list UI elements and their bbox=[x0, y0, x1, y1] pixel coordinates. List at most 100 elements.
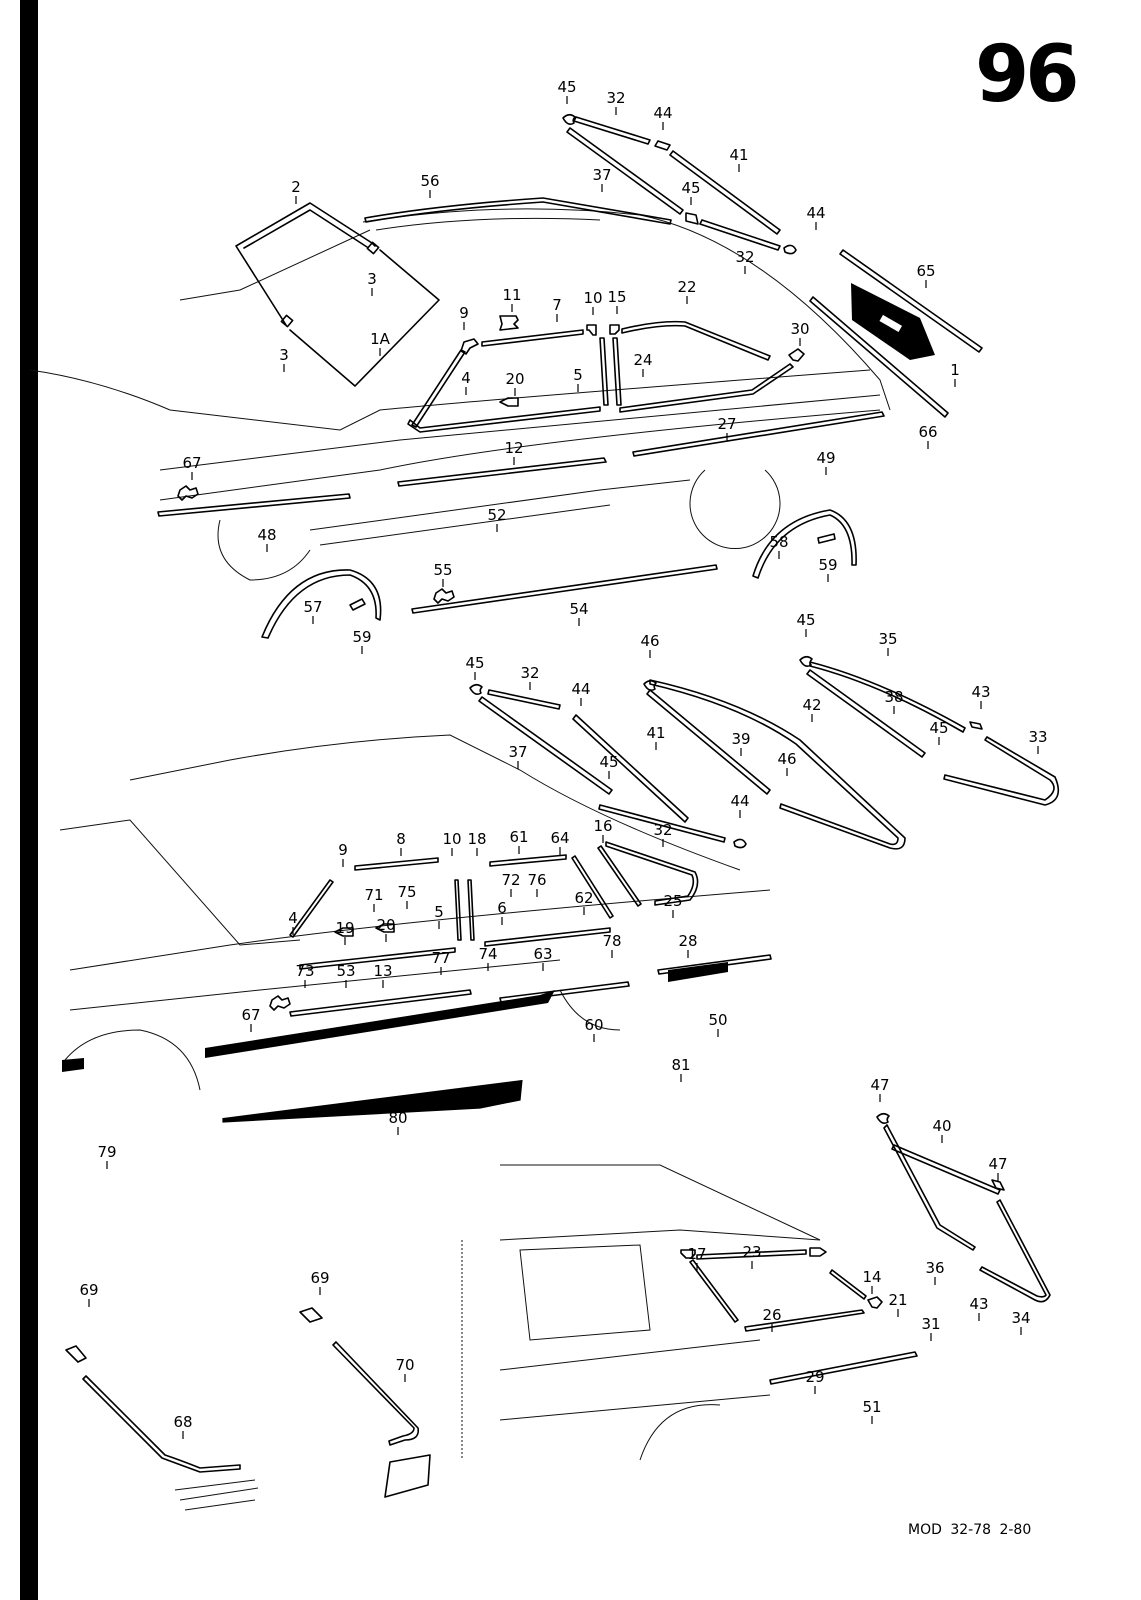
window-bottom-27 bbox=[619, 363, 794, 413]
window-bottom-13 bbox=[299, 947, 456, 970]
callout-32: 32 bbox=[735, 248, 754, 266]
trim-32-lower bbox=[699, 219, 781, 251]
callout-79: 79 bbox=[97, 1143, 116, 1161]
window-top-23 bbox=[696, 1249, 807, 1260]
trim-36 bbox=[883, 1124, 976, 1251]
callout-45: 45 bbox=[929, 719, 948, 737]
callout-61: 61 bbox=[509, 828, 528, 846]
callout-64: 64 bbox=[550, 829, 569, 847]
callout-33: 33 bbox=[1028, 728, 1047, 746]
pillar-26 bbox=[689, 1259, 739, 1323]
callout-45: 45 bbox=[599, 753, 618, 771]
callout-32: 32 bbox=[520, 664, 539, 682]
sill-molding-54 bbox=[411, 564, 718, 614]
callout-77: 77 bbox=[431, 949, 450, 967]
trim-32-b bbox=[598, 804, 726, 843]
callout-71: 71 bbox=[364, 886, 383, 904]
clip-20b bbox=[375, 923, 395, 933]
window-top-7 bbox=[481, 329, 584, 347]
trim-65 bbox=[839, 249, 983, 353]
callout-47: 47 bbox=[870, 1076, 889, 1094]
callout-37: 37 bbox=[508, 743, 527, 761]
callout-4: 4 bbox=[288, 909, 298, 927]
molding-50 bbox=[657, 954, 772, 975]
callout-16: 16 bbox=[593, 817, 612, 835]
b-pillar-6 bbox=[467, 879, 475, 941]
callout-76: 76 bbox=[527, 871, 546, 889]
corner-9 bbox=[460, 338, 479, 355]
rocker-stripe-80 bbox=[205, 990, 555, 1058]
callout-9: 9 bbox=[459, 304, 469, 322]
callout-23: 23 bbox=[742, 1243, 761, 1261]
callout-80: 80 bbox=[388, 1109, 407, 1127]
callout-35: 35 bbox=[878, 630, 897, 648]
callout-39: 39 bbox=[731, 730, 750, 748]
callout-22: 22 bbox=[677, 278, 696, 296]
clip-67b bbox=[269, 995, 291, 1011]
trim-42 bbox=[649, 679, 906, 850]
clip-55 bbox=[433, 588, 455, 604]
corner-45 bbox=[562, 113, 576, 125]
corner-30 bbox=[788, 348, 805, 362]
trim-33 bbox=[943, 736, 1060, 806]
clip-67 bbox=[177, 485, 199, 501]
binding-strip bbox=[20, 0, 38, 1600]
callout-37: 37 bbox=[592, 166, 611, 184]
trim-39 bbox=[646, 689, 771, 795]
callout-1A: 1A bbox=[370, 330, 391, 348]
callout-40: 40 bbox=[932, 1117, 951, 1135]
callout-52: 52 bbox=[487, 506, 506, 524]
wagon-roofline bbox=[500, 1164, 821, 1241]
b-pillar-5b bbox=[454, 879, 462, 941]
trim-37-a bbox=[478, 696, 613, 795]
corner-15 bbox=[609, 324, 620, 335]
trim-37 bbox=[566, 127, 684, 215]
corner-43 bbox=[969, 721, 983, 730]
molding-60 bbox=[499, 981, 630, 1003]
wheel-arch-57 bbox=[261, 569, 382, 639]
quarter-window-28 bbox=[605, 841, 699, 906]
callout-43: 43 bbox=[969, 1295, 988, 1313]
callout-45: 45 bbox=[796, 611, 815, 629]
callout-65: 65 bbox=[916, 262, 935, 280]
quarter-window-25 bbox=[597, 845, 642, 907]
callout-70: 70 bbox=[395, 1356, 414, 1374]
trim-38 bbox=[806, 669, 926, 758]
callout-20: 20 bbox=[505, 370, 524, 388]
corner-31 bbox=[867, 1296, 883, 1309]
callout-51: 51 bbox=[862, 1398, 881, 1416]
window-top-61 bbox=[489, 854, 567, 867]
callout-9: 9 bbox=[338, 841, 348, 859]
callout-36: 36 bbox=[925, 1259, 944, 1277]
molding-51 bbox=[769, 1351, 918, 1385]
callout-81: 81 bbox=[671, 1056, 690, 1074]
trim-35 bbox=[809, 661, 966, 733]
trim-32-upper bbox=[573, 116, 651, 145]
trim-66 bbox=[809, 296, 949, 418]
callout-53: 53 bbox=[336, 962, 355, 980]
clip-69-right bbox=[299, 1307, 323, 1323]
callout-54: 54 bbox=[569, 600, 588, 618]
callout-41: 41 bbox=[646, 724, 665, 742]
callout-7: 7 bbox=[552, 296, 562, 314]
a-pillar-trim-4b bbox=[289, 879, 334, 938]
callout-66: 66 bbox=[918, 423, 937, 441]
window-bottom-29 bbox=[744, 1309, 865, 1332]
callout-44: 44 bbox=[730, 792, 749, 810]
bumper-strip-70 bbox=[332, 1341, 420, 1446]
clip-20 bbox=[499, 397, 519, 407]
wagon-kit bbox=[876, 1112, 1051, 1303]
callout-8: 8 bbox=[396, 830, 406, 848]
callout-5: 5 bbox=[434, 903, 444, 921]
callout-50: 50 bbox=[708, 1011, 727, 1029]
callout-59: 59 bbox=[352, 628, 371, 646]
callout-68: 68 bbox=[173, 1413, 192, 1431]
callout-15: 15 bbox=[607, 288, 626, 306]
callout-62: 62 bbox=[574, 889, 593, 907]
callout-3: 3 bbox=[279, 346, 289, 364]
callout-14: 14 bbox=[862, 1268, 881, 1286]
callout-73: 73 bbox=[295, 962, 314, 980]
callout-19: 19 bbox=[335, 919, 354, 937]
